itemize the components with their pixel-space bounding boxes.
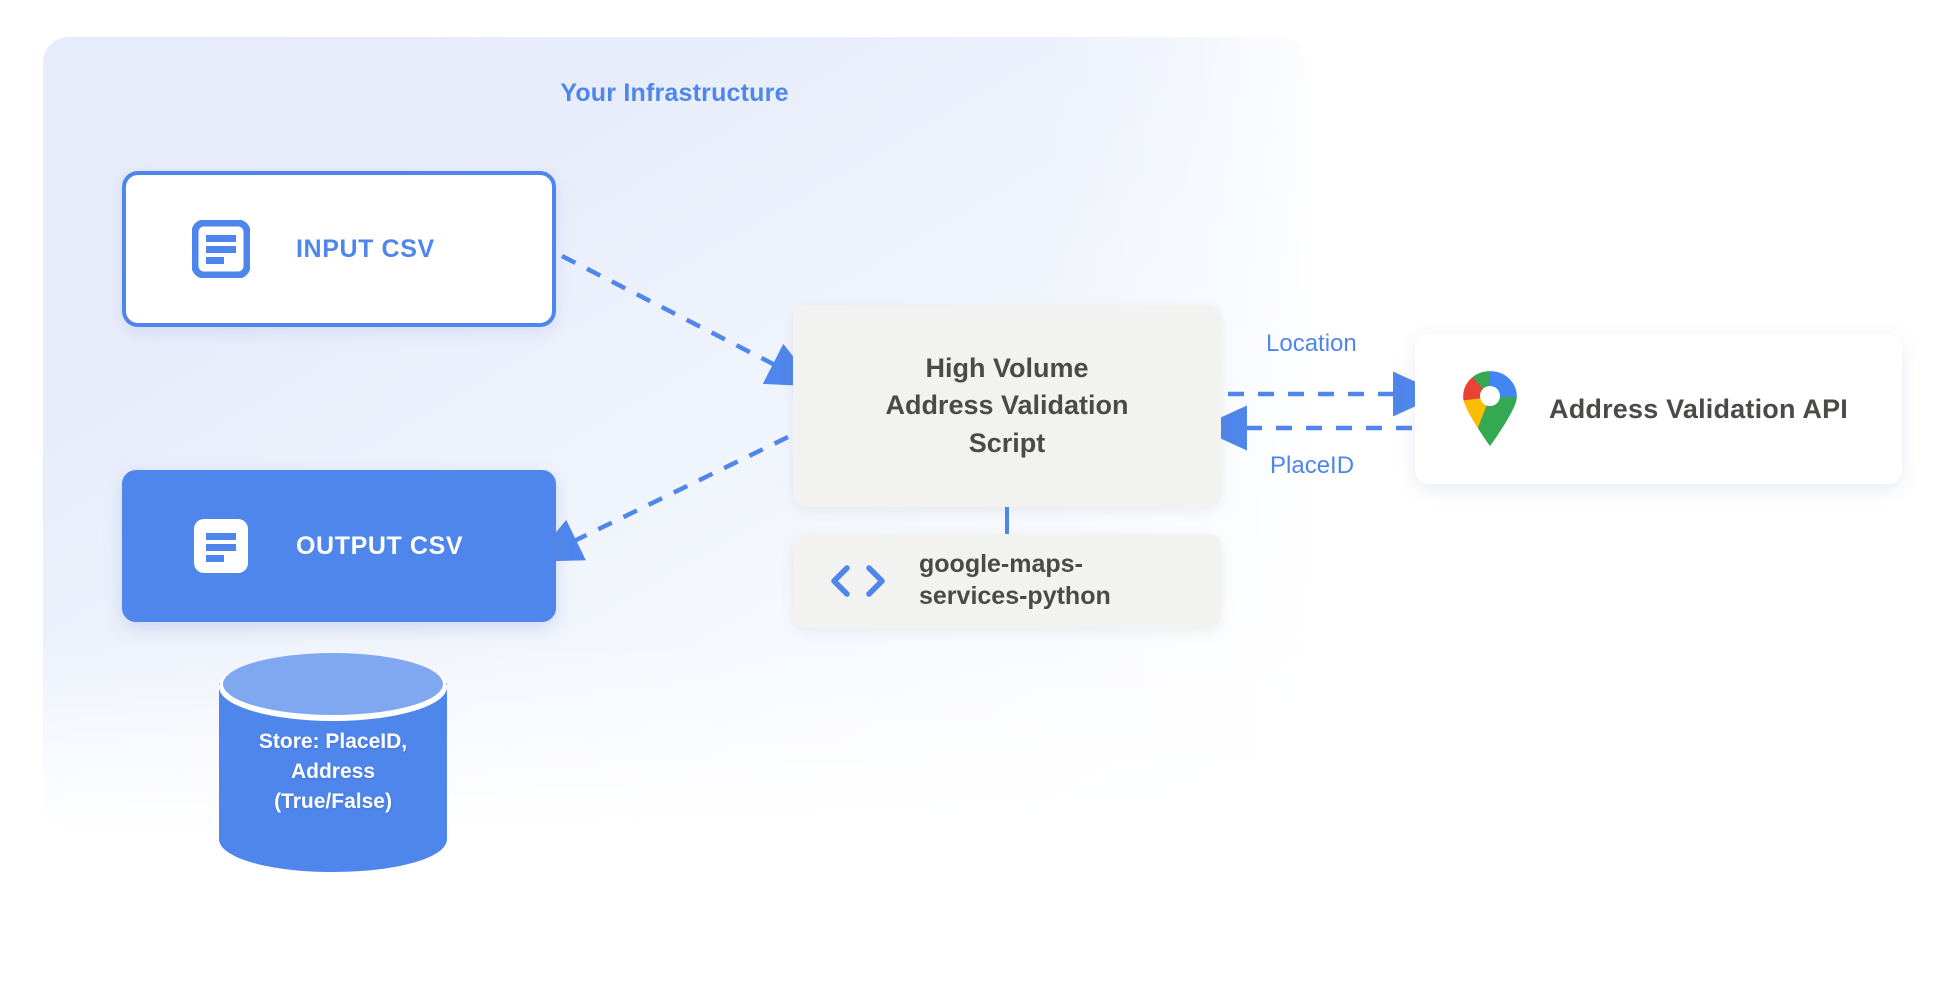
node-datastore[interactable]: Store: PlaceID, Address (True/False) <box>213 643 453 878</box>
document-icon <box>192 220 250 278</box>
script-title-line-1: High Volume <box>925 353 1089 384</box>
library-label-block: google-maps- services-python <box>919 549 1111 613</box>
cylinder-shape <box>219 653 447 872</box>
node-client-library[interactable]: google-maps- services-python <box>793 534 1221 628</box>
script-title-line-3: Script <box>968 427 1046 458</box>
node-output-csv[interactable]: OUTPUT CSV <box>122 470 556 622</box>
datastore-line-2: Address <box>290 759 376 783</box>
edge-script-to-library <box>1005 507 1009 534</box>
script-title-block: High Volume Address Validation Script <box>885 350 1128 462</box>
library-label-line-2: services-python <box>919 582 1111 610</box>
output-csv-label: OUTPUT CSV <box>296 531 464 560</box>
document-icon <box>194 519 248 573</box>
node-input-csv[interactable]: INPUT CSV <box>122 171 556 327</box>
google-maps-pin-icon <box>1460 369 1520 449</box>
input-csv-label: INPUT CSV <box>296 234 435 263</box>
edge-label-location: Location <box>1266 330 1357 357</box>
infrastructure-title: Your Infrastructure <box>560 79 789 107</box>
edge-label-placeid: PlaceID <box>1270 452 1355 479</box>
api-label: Address Validation API <box>1549 393 1848 424</box>
library-label-line-1: google-maps- <box>919 550 1083 579</box>
code-brackets-icon <box>831 565 885 597</box>
node-address-validation-api[interactable]: Address Validation API <box>1415 334 1902 484</box>
datastore-label-block: Store: PlaceID, Address (True/False) <box>213 727 453 816</box>
datastore-line-1: Store: PlaceID, <box>258 730 408 753</box>
script-title-line-2: Address Validation <box>885 390 1129 421</box>
datastore-line-3: (True/False) <box>274 789 392 813</box>
node-validation-script[interactable]: High Volume Address Validation Script <box>793 305 1221 507</box>
